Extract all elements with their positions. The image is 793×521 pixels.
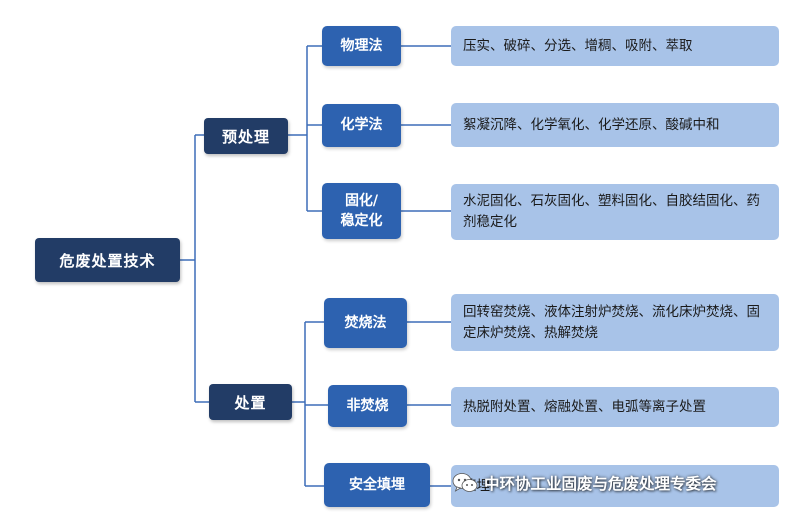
method-node-chemical: 化学法	[322, 104, 401, 147]
wechat-icon	[452, 473, 478, 492]
method-node-incineration: 焚烧法	[324, 298, 407, 348]
detail-incineration: 回转窑焚烧、液体注射炉焚烧、流化床炉焚烧、固定床炉焚烧、热解焚烧	[451, 294, 779, 351]
group-node-pretreatment: 预处理	[204, 118, 288, 154]
detail-chemical: 絮凝沉降、化学氧化、化学还原、酸碱中和	[451, 103, 779, 147]
detail-non-incineration: 热脱附处置、熔融处置、电弧等离子处置	[451, 387, 779, 427]
method-node-solidification: 固化/ 稳定化	[322, 183, 401, 239]
method-node-non-incineration: 非焚烧	[328, 385, 407, 427]
watermark: 中环协工业固废与危废处理专委会	[452, 472, 717, 494]
method-node-physical: 物理法	[322, 26, 401, 66]
watermark-text: 中环协工业固废与危废处理专委会	[484, 475, 717, 493]
method-node-landfill: 安全填埋	[324, 463, 430, 507]
detail-solidification: 水泥固化、石灰固化、塑料固化、自胶结固化、药剂稳定化	[451, 184, 779, 240]
detail-physical: 压实、破碎、分选、增稠、吸附、萃取	[451, 26, 779, 66]
group-node-disposal: 处置	[209, 384, 292, 420]
root-node: 危废处置技术	[35, 238, 180, 282]
detail-landfill: 填埋	[451, 465, 779, 507]
